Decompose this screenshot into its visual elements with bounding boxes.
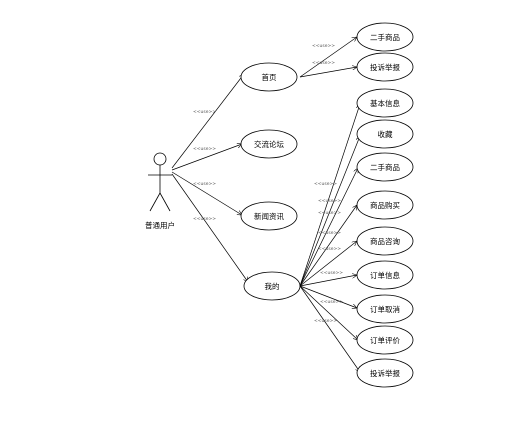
stereotype-label: <<use>>	[193, 216, 216, 222]
edge-mine-sub-2	[299, 168, 358, 287]
use-case-news[interactable]: 新闻资讯	[240, 201, 298, 231]
use-case-mine-sub-5[interactable]: 订单信息	[356, 260, 414, 290]
stereotype-label: <<use>>	[318, 198, 341, 204]
stereotype-label: <<use>>	[193, 181, 216, 187]
edge-mine-sub-1	[299, 136, 360, 287]
use-case-home-sub-1[interactable]: 投诉举报	[356, 52, 414, 82]
edge-mine-sub-7	[299, 285, 358, 340]
use-case-label: 投诉举报	[370, 62, 400, 72]
actor-label: 普通用户	[145, 220, 175, 230]
stereotype-label: <<use>>	[320, 299, 343, 305]
use-case-label: 首页	[262, 72, 277, 82]
stereotype-label: <<use>>	[314, 318, 337, 324]
edge-mine-sub-0	[299, 104, 360, 287]
stereotype-label: <<use>>	[193, 146, 216, 152]
edges	[171, 37, 360, 372]
use-case-label: 商品购买	[370, 200, 400, 210]
stereotype-label: <<use>>	[314, 181, 337, 187]
stereotype-label: <<use>>	[312, 60, 335, 66]
use-case-mine-sub-7[interactable]: 订单评价	[356, 325, 414, 355]
use-case-label: 我的	[265, 281, 280, 291]
use-case-label: 二手商品	[370, 162, 400, 172]
stick-figure-actor-icon	[148, 152, 172, 212]
edge-actor-home	[171, 74, 244, 169]
edge-actor-forum	[171, 144, 242, 171]
use-case-label: 订单取消	[370, 304, 400, 314]
use-case-label: 订单信息	[370, 270, 400, 280]
use-case-mine-sub-2[interactable]: 二手商品	[356, 152, 414, 182]
use-case-label: 收藏	[378, 129, 393, 139]
stereotype-labels: <<use>> <<use>> <<use>> <<use>> <<use>> …	[193, 43, 343, 324]
use-case-label: 交流论坛	[254, 139, 284, 149]
use-case-label: 投诉举报	[370, 368, 400, 378]
edge-mine-sub-6	[299, 285, 357, 308]
stereotype-label: <<use>>	[320, 270, 343, 276]
use-case-label: 新闻资讯	[254, 211, 284, 221]
use-case-forum[interactable]: 交流论坛	[240, 129, 298, 159]
edge-mine-sub-8	[299, 285, 360, 372]
edge-actor-news	[171, 171, 242, 215]
use-case-home[interactable]: 首页	[240, 62, 298, 92]
actor: 普通用户	[145, 152, 175, 230]
edge-actor-mine	[171, 173, 248, 282]
use-case-mine-sub-8[interactable]: 投诉举报	[356, 358, 414, 388]
stereotype-label: <<use>>	[318, 246, 341, 252]
edge-home-sub-1	[299, 67, 357, 78]
edge-mine-sub-3	[299, 205, 357, 287]
edge-mine-sub-5	[299, 275, 357, 287]
use-case-mine-sub-6[interactable]: 订单取消	[356, 294, 414, 324]
use-case-mine-sub-0[interactable]: 基本信息	[356, 88, 414, 118]
use-case-label: 二手商品	[370, 32, 400, 42]
use-case-mine-sub-1[interactable]: 收藏	[356, 119, 414, 149]
stereotype-label: <<use>>	[318, 230, 341, 236]
stereotype-label: <<use>>	[193, 109, 216, 115]
use-case-mine-sub-4[interactable]: 商品咨询	[356, 226, 414, 256]
use-case-label: 订单评价	[370, 335, 400, 345]
use-case-home-sub-0[interactable]: 二手商品	[356, 22, 414, 52]
edge-mine-sub-4	[299, 241, 357, 287]
stereotype-label: <<use>>	[318, 210, 341, 216]
use-case-mine-sub-3[interactable]: 商品购买	[356, 190, 414, 220]
use-case-mine[interactable]: 我的	[243, 271, 301, 301]
use-case-label: 基本信息	[370, 98, 400, 108]
use-case-label: 商品咨询	[370, 236, 400, 246]
stereotype-label: <<use>>	[312, 43, 335, 49]
edge-home-sub-0	[299, 37, 357, 78]
